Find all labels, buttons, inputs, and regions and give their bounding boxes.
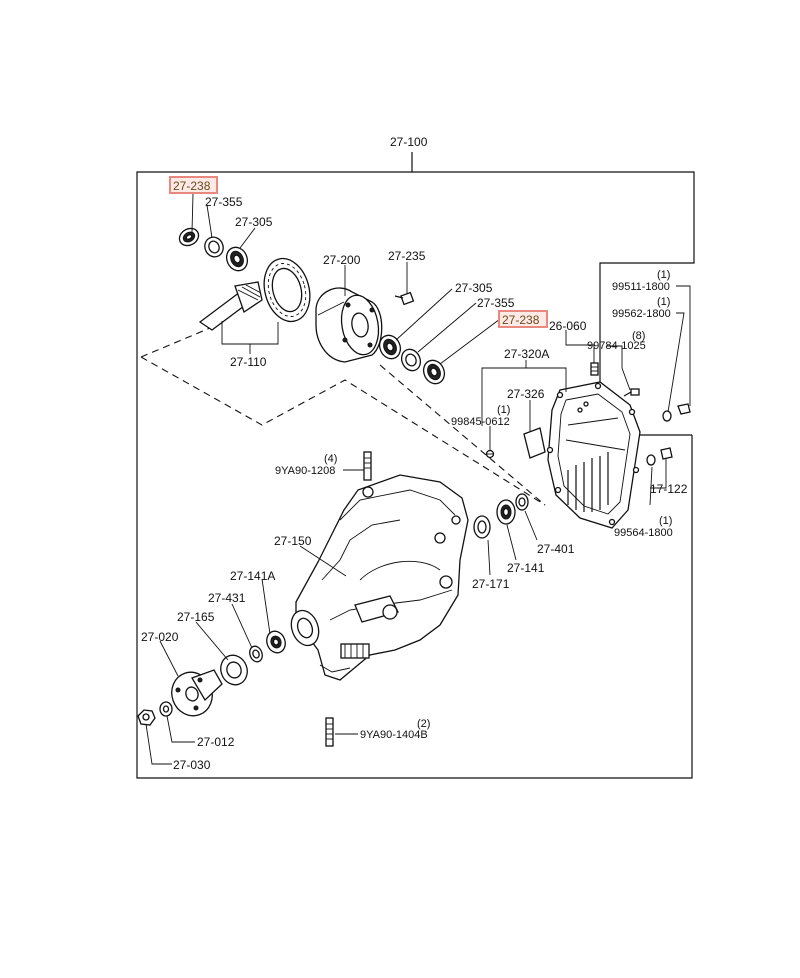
label-27-235[interactable]: 27-235 <box>388 249 426 263</box>
differential-carrier-27-150[interactable] <box>287 474 469 681</box>
label-27-110[interactable]: 27-110 <box>230 355 267 369</box>
washer-27-012[interactable] <box>159 701 173 717</box>
rear-cover-27-320a[interactable] <box>546 381 641 529</box>
side-spacer-27-355-b[interactable] <box>398 346 424 374</box>
side-seal-27-401[interactable] <box>515 493 529 511</box>
label-27-171[interactable]: 27-171 <box>472 577 510 591</box>
label-qty-99562: (1) <box>657 296 670 308</box>
side-bearing-27-238-b[interactable] <box>420 357 448 387</box>
front-bearing-27-141a[interactable] <box>264 629 288 656</box>
label-27-150[interactable]: 27-150 <box>274 534 312 548</box>
label-99511-1800[interactable]: 99511-1800 <box>612 281 670 293</box>
label-27-355-b[interactable]: 27-355 <box>477 296 515 310</box>
plug-17-122[interactable] <box>660 447 673 460</box>
label-17-122[interactable]: 17-122 <box>650 482 688 496</box>
label-27-431[interactable]: 27-431 <box>208 591 246 605</box>
label-27-020[interactable]: 27-020 <box>141 630 179 644</box>
pinion-bearing-27-238-a[interactable] <box>176 225 201 249</box>
side-bearing-27-305-b[interactable] <box>376 332 404 362</box>
label-99845-0612[interactable]: 99845-0612 <box>451 416 510 428</box>
label-27-141[interactable]: 27-141 <box>507 561 545 575</box>
dashed-grouping-lines <box>140 322 546 506</box>
cover-bolt-99784-1025[interactable] <box>623 388 640 397</box>
lock-nut-27-030[interactable] <box>137 709 156 726</box>
label-27-200[interactable]: 27-200 <box>323 253 361 267</box>
label-27-012[interactable]: 27-012 <box>197 735 235 749</box>
label-qty-99845: (1) <box>497 404 510 416</box>
label-27-355-a[interactable]: 27-355 <box>205 195 243 209</box>
label-27-238-b: 27-238 <box>502 313 540 327</box>
label-27-305-a[interactable]: 27-305 <box>235 215 273 229</box>
label-27-165[interactable]: 27-165 <box>177 610 215 624</box>
label-qty-9ya90-1208: (4) <box>324 453 337 465</box>
pinion-spacer-27-355-a[interactable] <box>202 234 227 260</box>
stud-9ya90-1404b[interactable] <box>325 717 334 747</box>
leader-lines <box>145 193 691 765</box>
washer-99562-1800[interactable] <box>662 410 672 422</box>
label-27-141a[interactable]: 27-141A <box>230 569 275 583</box>
collapsible-spacer-27-431[interactable] <box>248 644 265 663</box>
differential-case-27-200[interactable] <box>315 287 383 363</box>
label-27-320a[interactable]: 27-320A <box>504 347 549 361</box>
label-99564-1800[interactable]: 99564-1800 <box>614 527 673 539</box>
oil-seal-27-165[interactable] <box>217 651 252 688</box>
companion-flange-27-020[interactable] <box>166 666 223 721</box>
label-99784-1025[interactable]: 99784-1025 <box>587 340 646 352</box>
label-27-401[interactable]: 27-401 <box>537 542 575 556</box>
label-qty-99564: (1) <box>659 515 672 527</box>
label-qty-99784: (8) <box>632 330 645 342</box>
part-labels: 27-355 27-305 27-110 27-200 27-235 27-30… <box>141 195 688 772</box>
label-9ya90-1404b[interactable]: 9YA90-1404B <box>360 729 428 741</box>
label-assembly-27-100[interactable]: 27-100 <box>390 135 428 149</box>
side-bearing-27-141[interactable] <box>496 499 516 525</box>
label-9ya90-1208[interactable]: 9YA90-1208 <box>275 465 335 477</box>
label-27-238-a: 27-238 <box>173 179 211 193</box>
side-seal-27-171[interactable] <box>473 515 491 539</box>
callout-27-238-a[interactable]: 27-238 <box>169 176 218 194</box>
label-27-030[interactable]: 27-030 <box>173 758 211 772</box>
label-qty-99511: (1) <box>657 269 670 281</box>
pinion-bearing-27-305-a[interactable] <box>223 244 251 274</box>
label-qty-9ya90-1404b: (2) <box>417 718 430 730</box>
callout-27-238-b[interactable]: 27-238 <box>498 310 548 328</box>
label-27-305-b[interactable]: 27-305 <box>455 281 493 295</box>
label-26-060[interactable]: 26-060 <box>549 319 587 333</box>
nameplate-27-326[interactable] <box>523 427 546 459</box>
label-99562-1800[interactable]: 99562-1800 <box>612 308 671 320</box>
washer-99564-1800[interactable] <box>646 454 656 466</box>
plug-99511-1800[interactable] <box>677 403 691 415</box>
ring-and-pinion-gear-27-110[interactable] <box>198 253 317 331</box>
breather-26-060[interactable] <box>590 362 599 376</box>
screw-99845-0612[interactable] <box>485 449 495 459</box>
bolt-27-235[interactable] <box>394 291 415 306</box>
label-27-326[interactable]: 27-326 <box>507 387 545 401</box>
stud-9ya90-1208[interactable] <box>363 451 372 481</box>
